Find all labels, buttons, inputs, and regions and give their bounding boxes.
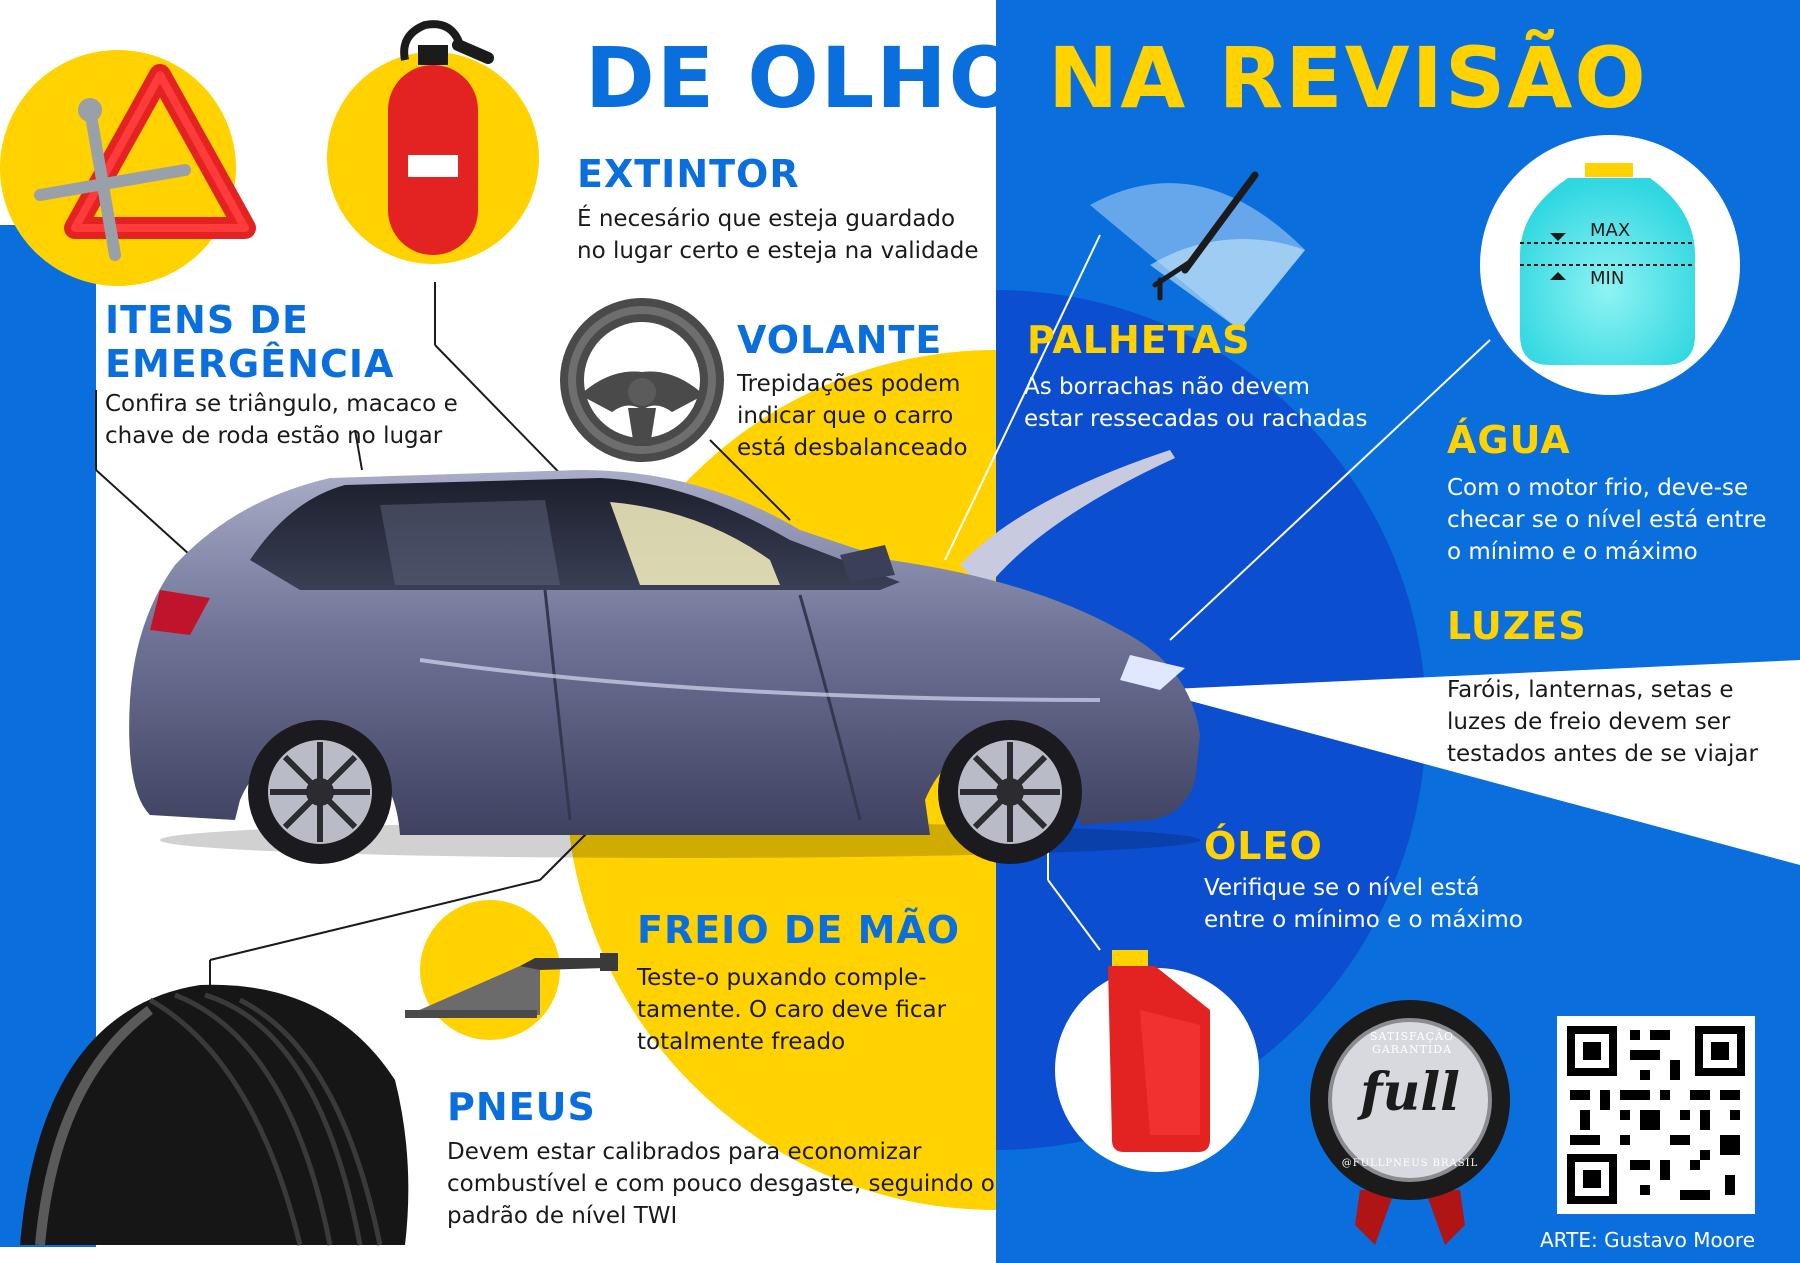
qr-code xyxy=(1557,1016,1755,1214)
agua-line: checar se o nível está entre xyxy=(1447,507,1767,533)
volante-line: está desbalanceado xyxy=(737,435,968,461)
palhetas-text: As borrachas não devem estar ressecadas … xyxy=(1024,371,1367,435)
tire-icon xyxy=(20,984,409,1246)
luzes-line: testados antes de se viajar xyxy=(1447,741,1758,767)
freio-text: Teste-o puxando comple- tamente. O caro … xyxy=(637,962,946,1058)
agua-line: Com o motor frio, deve-se xyxy=(1447,475,1749,501)
palhetas-heading: PALHETAS xyxy=(1027,318,1251,362)
page-title: DE OLHO NA REVISÃO xyxy=(585,30,1648,126)
oleo-line: Verifique se o nível está xyxy=(1204,875,1480,901)
agua-heading: ÁGUA xyxy=(1447,418,1571,462)
itens-heading-line: ITENS DE xyxy=(105,298,309,342)
luzes-line: luzes de freio devem ser xyxy=(1447,709,1731,735)
title-part-1: DE OLHO xyxy=(585,29,1022,127)
seal-bottom-text: @FULLPNEUS BRASIL xyxy=(1341,1158,1479,1169)
pneus-line: combustível e com pouco desgaste, seguin… xyxy=(447,1171,995,1197)
volante-text: Trepidações podem indicar que o carro es… xyxy=(737,368,968,464)
volante-line: Trepidações podem xyxy=(737,371,961,397)
freio-heading: FREIO DE MÃO xyxy=(637,908,961,952)
pneus-heading: PNEUS xyxy=(447,1085,596,1129)
volante-line: indicar que o carro xyxy=(737,403,954,429)
wiper-blade-icon xyxy=(1152,171,1259,301)
itens-line: chave de roda estão no lugar xyxy=(105,423,443,449)
extintor-line: no lugar certo e esteja na validade xyxy=(577,238,979,264)
title-part-2: NA REVISÃO xyxy=(1048,29,1648,127)
seal-brand: full xyxy=(1360,1062,1460,1123)
pneus-line: Devem estar calibrados para economizar xyxy=(447,1139,922,1165)
oleo-line: entre o mínimo e o máximo xyxy=(1204,907,1523,933)
extintor-heading: EXTINTOR xyxy=(577,152,800,196)
freio-line: Teste-o puxando comple- xyxy=(637,965,927,991)
reservoir-min-label: MIN xyxy=(1590,268,1625,289)
volante-heading: VOLANTE xyxy=(737,318,943,362)
coolant-reservoir-icon xyxy=(1480,135,1740,395)
agua-text: Com o motor frio, deve-se checar se o ní… xyxy=(1447,472,1767,568)
seal-arc-text: SATISFAÇÃO GARANTIDA xyxy=(1369,1030,1455,1056)
credit-text: ARTE: Gustavo Moore xyxy=(1540,1228,1756,1252)
oleo-heading: ÓLEO xyxy=(1204,824,1323,868)
warning-triangle-icon xyxy=(0,50,256,286)
dark-blue-disc xyxy=(996,290,1426,1150)
itens-line: Confira se triângulo, macaco e xyxy=(105,391,458,417)
agua-line: o mínimo e o máximo xyxy=(1447,539,1698,565)
guarantee-seal xyxy=(1310,1000,1510,1245)
car-illustration xyxy=(129,450,1201,864)
freio-line: tamente. O caro deve ficar xyxy=(637,997,947,1023)
itens-text: Confira se triângulo, macaco e chave de … xyxy=(105,388,458,452)
oleo-text: Verifique se o nível está entre o mínimo… xyxy=(1204,872,1523,936)
palhetas-line: estar ressecadas ou rachadas xyxy=(1024,406,1368,432)
luzes-text: Faróis, lanternas, setas e luzes de frei… xyxy=(1447,674,1758,770)
extintor-line: É necesário que esteja guardado xyxy=(577,206,956,232)
reservoir-max-label: MAX xyxy=(1590,220,1631,241)
palhetas-line: As borrachas não devem xyxy=(1024,374,1310,400)
freio-line: totalmente freado xyxy=(637,1029,846,1055)
luzes-heading: LUZES xyxy=(1447,604,1587,648)
itens-heading: ITENS DE EMERGÊNCIA xyxy=(105,298,394,386)
steering-wheel-icon xyxy=(560,298,724,462)
handbrake-icon xyxy=(405,900,618,1040)
pneus-text: Devem estar calibrados para economizar c… xyxy=(447,1136,995,1232)
itens-heading-line: EMERGÊNCIA xyxy=(105,342,395,386)
lug-wrench-icon xyxy=(34,98,191,261)
fire-extinguisher-icon xyxy=(327,20,539,264)
oil-bottle-icon xyxy=(1055,950,1259,1172)
pneus-line: padrão de nível TWI xyxy=(447,1203,678,1229)
extintor-text: É necesário que esteja guardado no lugar… xyxy=(577,203,979,267)
luzes-line: Faróis, lanternas, setas e xyxy=(1447,677,1734,703)
headlight-beam xyxy=(1150,660,1800,865)
